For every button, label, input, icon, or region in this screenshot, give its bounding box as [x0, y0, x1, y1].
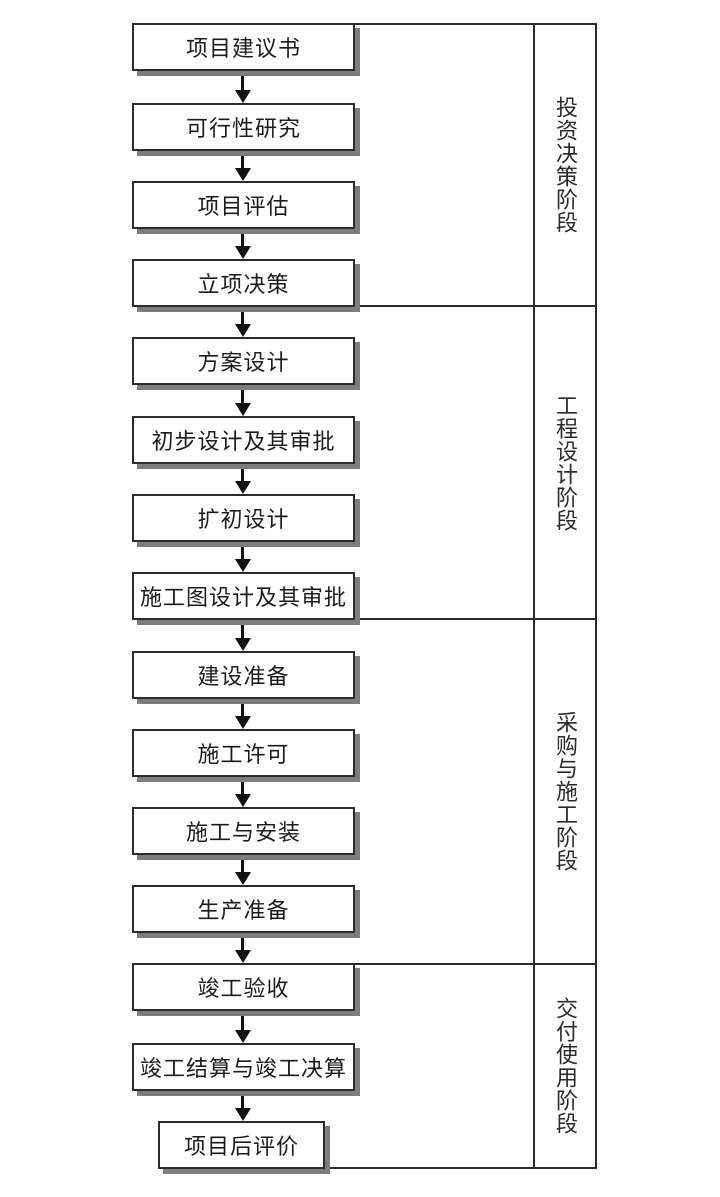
phase-divider-bottom [323, 1167, 597, 1169]
down-arrow-icon [235, 541, 251, 572]
phase-engineering-design: 工程设计阶段 [535, 307, 595, 618]
down-arrow-icon [235, 306, 251, 337]
phase-column-left-border [533, 23, 535, 1169]
flow-step-label: 可行性研究 [185, 116, 301, 141]
down-arrow-icon [235, 384, 251, 416]
flow-step-label: 竣工验收 [197, 976, 290, 1001]
down-arrow-icon [235, 854, 251, 885]
phase-divider-1 [353, 305, 597, 307]
down-arrow-icon [235, 1010, 251, 1043]
phase-procurement-construction: 采购与施工阶段 [535, 620, 595, 963]
down-arrow-icon [235, 150, 251, 181]
flow-step-production-prep: 生产准备 [132, 885, 355, 933]
phase-column-right-border [595, 23, 597, 1169]
flow-step-construction-prep: 建设准备 [132, 651, 355, 699]
phase-divider-3 [353, 963, 597, 965]
flow-step-completion-settlement: 竣工结算与竣工决算 [132, 1043, 355, 1091]
phase-divider-2 [353, 618, 597, 620]
flow-step-label: 建设准备 [197, 664, 290, 689]
down-arrow-icon [235, 698, 251, 729]
flow-step-scheme-design: 方案设计 [132, 337, 355, 385]
flow-step-label: 生产准备 [197, 898, 290, 923]
down-arrow-icon [235, 932, 251, 963]
phase-delivery-use: 交付使用阶段 [535, 965, 595, 1167]
down-arrow-icon [235, 1090, 251, 1121]
flow-step-preliminary-design: 初步设计及其审批 [132, 416, 355, 464]
phase-label: 投资决策阶段 [553, 96, 578, 234]
down-arrow-icon [235, 228, 251, 259]
flow-step-label: 立项决策 [197, 272, 290, 297]
flow-step-feasibility-study: 可行性研究 [132, 103, 355, 151]
flow-step-construction-install: 施工与安装 [132, 807, 355, 855]
flow-step-label: 扩初设计 [197, 507, 290, 532]
phase-label: 采购与施工阶段 [553, 711, 578, 872]
flow-step-label: 初步设计及其审批 [151, 429, 336, 454]
phase-label: 工程设计阶段 [553, 393, 578, 532]
phase-divider-top [353, 23, 597, 25]
flow-step-label: 项目评估 [197, 194, 290, 219]
down-arrow-icon [235, 776, 251, 807]
flow-step-label: 项目建议书 [185, 36, 301, 61]
flow-step-expanded-design: 扩初设计 [132, 494, 355, 542]
flow-step-label: 施工图设计及其审批 [139, 585, 347, 610]
flow-step-project-evaluation: 项目评估 [132, 181, 355, 229]
down-arrow-icon [235, 463, 251, 494]
flow-step-construction-drawings: 施工图设计及其审批 [132, 572, 355, 620]
phase-investment-decision: 投资决策阶段 [535, 25, 595, 305]
flow-step-label: 竣工结算与竣工决算 [139, 1056, 347, 1081]
flow-step-label: 施工与安装 [185, 820, 301, 845]
flow-step-label: 项目后评价 [183, 1134, 299, 1159]
flow-step-construction-permit: 施工许可 [132, 729, 355, 777]
flow-step-post-evaluation: 项目后评价 [158, 1121, 325, 1169]
flow-step-label: 方案设计 [197, 350, 290, 375]
flow-step-completion-acceptance: 竣工验收 [132, 963, 355, 1011]
phase-label: 交付使用阶段 [553, 997, 578, 1135]
down-arrow-icon [235, 619, 251, 651]
flow-step-approval-decision: 立项决策 [132, 259, 355, 307]
down-arrow-icon [235, 70, 251, 103]
flow-step-label: 施工许可 [197, 742, 290, 767]
flow-step-project-proposal: 项目建议书 [132, 23, 355, 71]
